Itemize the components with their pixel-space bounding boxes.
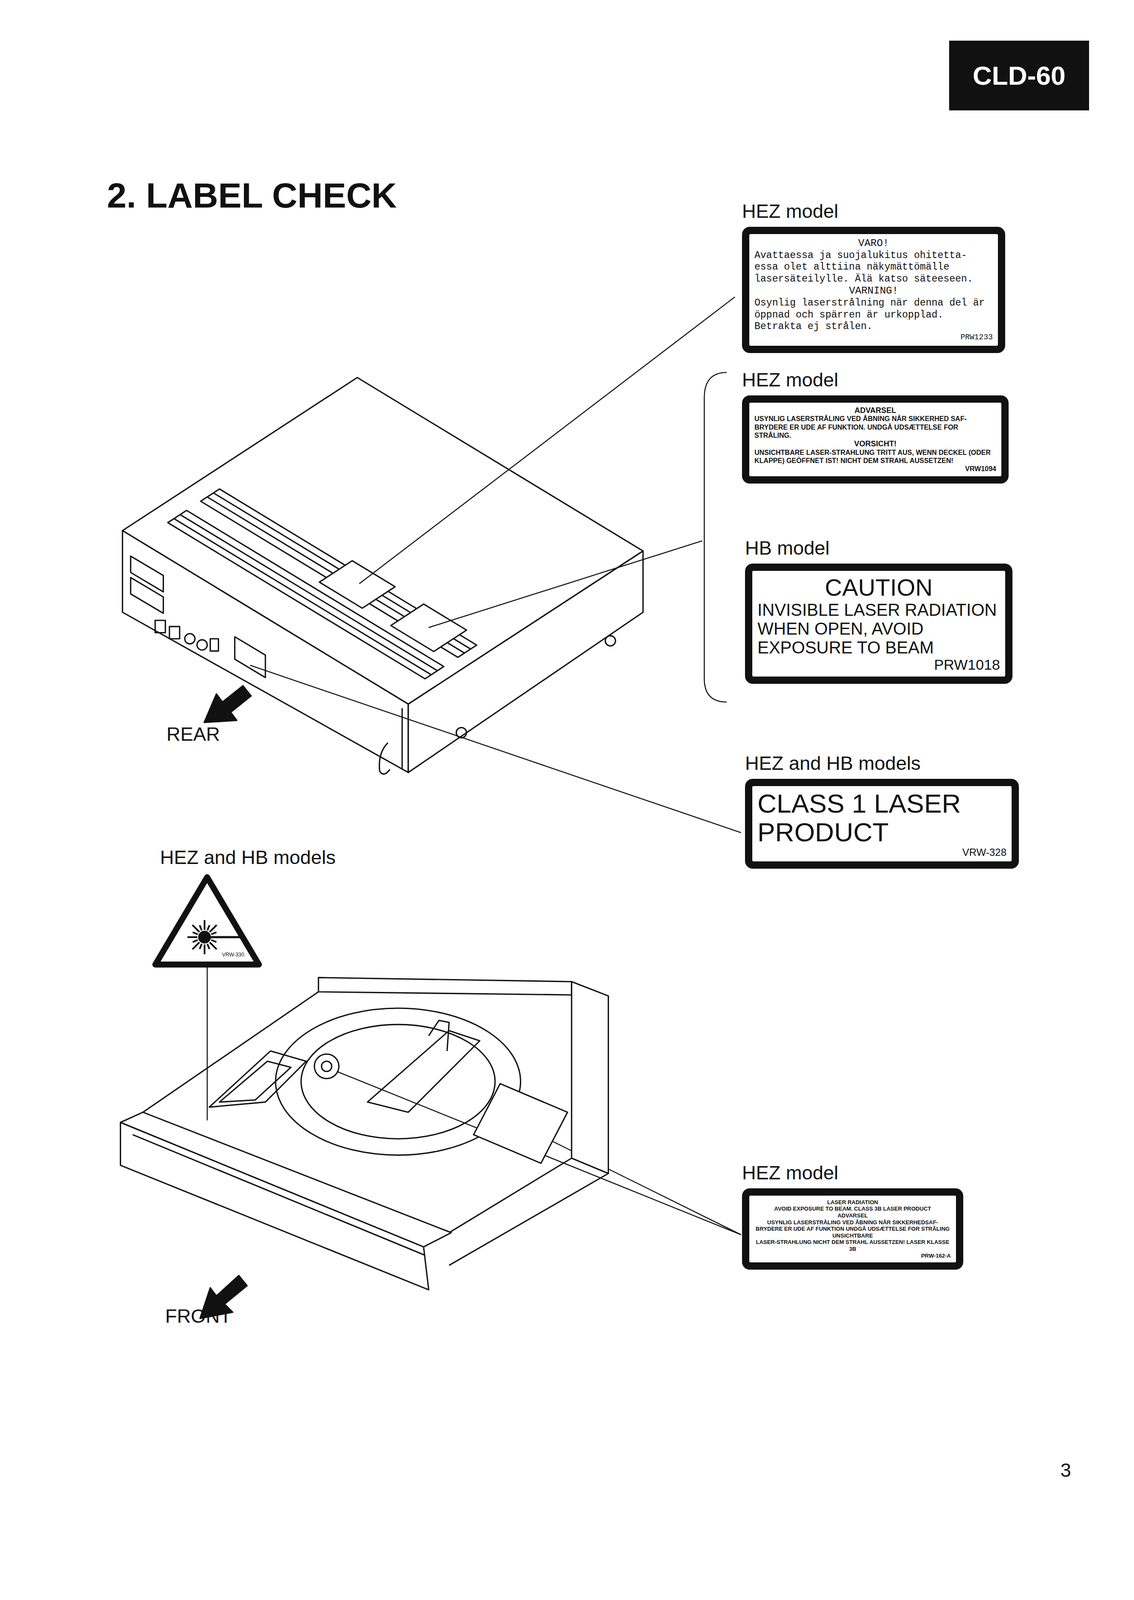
- warning-text: ADVARSEL: [754, 406, 997, 416]
- leader-line: [530, 1130, 741, 1235]
- laser-triangle: [151, 872, 264, 968]
- label-frame: LASER RADIATIONAVOID EXPOSURE TO BEAM. C…: [742, 1188, 964, 1270]
- jack: [196, 639, 208, 651]
- front-panel: [120, 1122, 429, 1290]
- base-edge: [142, 991, 319, 1113]
- model-heading: HEZ model: [742, 368, 1009, 392]
- part-code: PRW-162-A: [754, 1252, 951, 1260]
- back-wall: [318, 977, 572, 995]
- warning-text: INVISIBLE LASER RADIATION WHEN OPEN, AVO…: [757, 600, 1001, 657]
- player-tray-view: [120, 977, 609, 1319]
- mechanism: [428, 1020, 450, 1052]
- rear-arrow: [204, 685, 252, 723]
- part-code: VRW1094: [754, 464, 997, 473]
- tray-arm: [219, 1061, 291, 1102]
- side-panel: [408, 551, 644, 773]
- warning-label: HEZ and HB modelsCLASS 1 LASER PRODUCTVR…: [745, 752, 1019, 869]
- warning-text: UNSICHTBARE LASER-STRAHLUNG TRITT AUS, W…: [754, 448, 997, 465]
- warning-text: LASER-STRAHLUNG NICHT DEM STRAHL AUSSETZ…: [754, 1238, 951, 1253]
- rear-slot: [130, 577, 164, 614]
- class-label-area: [234, 636, 266, 678]
- warning-text: ADVARSEL: [754, 1212, 951, 1220]
- front-line: [132, 1134, 425, 1256]
- warning-triangle: HEZ and HB modelsVRW-330: [151, 846, 336, 968]
- label-face: LASER RADIATIONAVOID EXPOSURE TO BEAM. C…: [748, 1194, 958, 1264]
- warning-text: USYNLIG LASERSTRÅLING VED ÅBNING NÅR SIK…: [754, 414, 997, 440]
- bracket: [704, 372, 727, 702]
- model-heading: HEZ and HB models: [745, 752, 1019, 775]
- leader-line: [249, 665, 741, 833]
- warning-text: CLASS 1 LASER PRODUCT: [757, 789, 1007, 847]
- vent-line: [173, 518, 431, 675]
- spindle: [321, 1061, 332, 1072]
- label-face: VARO!Avattaessa ja suojalukitus ohitetta…: [748, 232, 1000, 348]
- model-heading: HEZ model: [742, 1161, 964, 1185]
- warning-text: LASER RADIATION: [754, 1199, 951, 1206]
- part-code: PRW1233: [754, 332, 993, 343]
- label-frame: CAUTIONINVISIBLE LASER RADIATION WHEN OP…: [745, 563, 1013, 684]
- tray-arm: [209, 1050, 307, 1108]
- warning-text: CAUTION: [757, 574, 1001, 601]
- warning-label: HB modelCAUTIONINVISIBLE LASER RADIATION…: [745, 537, 1013, 684]
- leader-line: [359, 296, 736, 584]
- warning-text: VARNING!: [754, 284, 993, 298]
- model-heading: HEZ model: [742, 200, 1006, 223]
- part-code: VRW-330: [222, 951, 245, 958]
- disc-outline: [301, 1024, 496, 1139]
- leader-line: [428, 540, 703, 628]
- label-frame: VARO!Avattaessa ja suojalukitus ohitetta…: [742, 226, 1006, 354]
- leader-lines: [207, 296, 741, 1235]
- power-cord: [379, 742, 391, 775]
- leader-line: [336, 1071, 742, 1235]
- direction-label: REAR: [166, 723, 220, 746]
- laser-symbol: VRW-330: [151, 872, 264, 968]
- base-edge: [449, 1157, 572, 1233]
- vent-band: [167, 510, 444, 679]
- laser-label-area: [473, 1083, 568, 1164]
- spindle: [314, 1053, 339, 1079]
- jack: [155, 620, 166, 633]
- vent-band: [200, 489, 477, 658]
- page-number: 3: [1060, 1459, 1072, 1482]
- side-wall: [571, 981, 609, 1174]
- model-tab: CLD-60: [949, 40, 1090, 111]
- label-face: CLASS 1 LASER PRODUCTVRW-328: [751, 784, 1013, 863]
- vent-line: [179, 514, 437, 671]
- label-face: ADVARSELUSYNLIG LASERSTRÅLING VED ÅBNING…: [748, 401, 1003, 478]
- model-heading: HEZ and HB models: [151, 846, 336, 869]
- page-title: 2. LABEL CHECK: [106, 175, 397, 216]
- part-code: PRW1018: [757, 656, 1001, 673]
- label-frame: ADVARSELUSYNLIG LASERSTRÅLING VED ÅBNING…: [742, 395, 1009, 484]
- warning-text: VARO!: [754, 237, 993, 250]
- player-rear-view: [122, 377, 643, 775]
- warning-text: Osynlig laserstrålning när denna del är …: [754, 297, 993, 333]
- model-heading: HB model: [745, 537, 1013, 560]
- part-code: VRW-328: [757, 846, 1007, 858]
- mechanism: [367, 1030, 480, 1113]
- warning-text: VORSICHT!: [754, 439, 997, 449]
- jack: [210, 638, 219, 652]
- label-frame: CLASS 1 LASER PRODUCTVRW-328: [745, 778, 1019, 869]
- label-area: [319, 560, 395, 609]
- label-face: CAUTIONINVISIBLE LASER RADIATION WHEN OP…: [751, 569, 1007, 678]
- jack: [184, 633, 196, 645]
- side-edge: [449, 1173, 609, 1266]
- leader-line: [206, 965, 208, 1121]
- label-area: [390, 604, 467, 652]
- model-number: CLD-60: [972, 60, 1066, 91]
- warning-label: HEZ modelADVARSELUSYNLIG LASERSTRÅLING V…: [742, 368, 1009, 484]
- screw: [605, 635, 616, 647]
- warning-label: HEZ modelVARO!Avattaessa ja suojalukitus…: [742, 200, 1006, 354]
- warning-text: UNSICHTBARE: [754, 1232, 951, 1240]
- direction-label: FRONT: [165, 1305, 232, 1328]
- warning-text: Avattaessa ja suojalukitus ohitetta- ess…: [754, 249, 993, 286]
- jack: [169, 626, 180, 639]
- warning-text: AVOID EXPOSURE TO BEAM. CLASS 3B LASER P…: [754, 1205, 951, 1213]
- warning-text: USYNLIG LASERSTRÅLING VED ÅBNING NÅR SIK…: [754, 1219, 951, 1233]
- warning-label: HEZ modelLASER RADIATIONAVOID EXPOSURE T…: [742, 1161, 964, 1270]
